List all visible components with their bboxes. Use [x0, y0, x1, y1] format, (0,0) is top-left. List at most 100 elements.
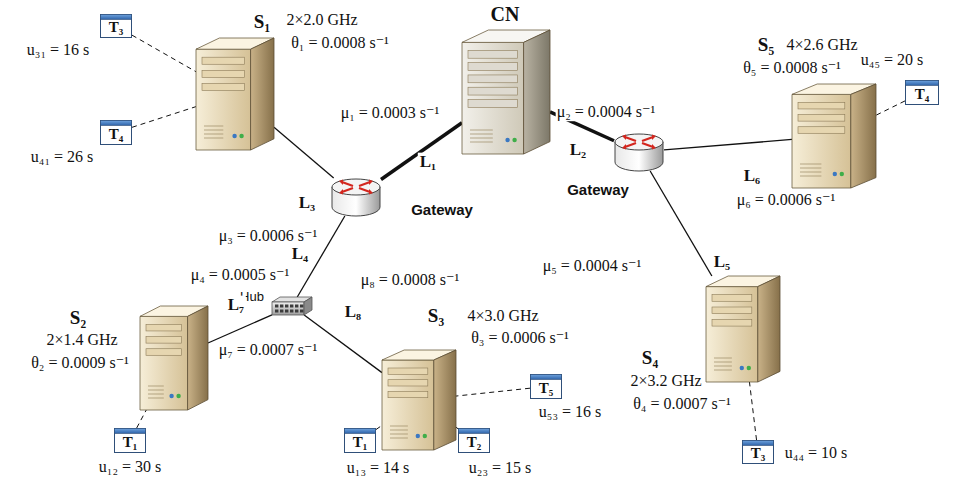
- network-link: [208, 315, 272, 343]
- router-top: [615, 134, 663, 150]
- vent-line: [148, 394, 164, 395]
- node-name: S₅: [758, 35, 774, 56]
- vent-line: [470, 142, 493, 143]
- drive-bay: [388, 368, 428, 374]
- vent-line: [800, 176, 821, 177]
- task-assignment-line: [137, 410, 147, 428]
- task-node: T₃u₃₁ = 16 s: [100, 14, 132, 38]
- drive-bay: [798, 127, 845, 134]
- server-front: [140, 316, 188, 410]
- power-led: [423, 434, 427, 438]
- link-failure-rate: μ₆ = 0.0006 s⁻¹: [736, 191, 837, 209]
- vent-line: [204, 138, 223, 139]
- task-title-bar: [459, 429, 490, 434]
- vent-line: [714, 358, 732, 359]
- node-parameter: 2×1.4 GHz: [46, 331, 117, 349]
- node-name: Gateway: [567, 182, 629, 199]
- hub-icon: [272, 297, 312, 315]
- router-arrow: [625, 137, 636, 141]
- server-side: [758, 276, 780, 382]
- status-led: [740, 366, 744, 370]
- node-parameter: u₂₃ = 15 s: [468, 459, 532, 477]
- hub-port: [300, 305, 303, 308]
- server-front: [382, 360, 434, 450]
- vent-line: [390, 430, 408, 431]
- hub-port: [280, 305, 283, 308]
- task-assignment-line: [132, 107, 196, 128]
- server-front: [196, 49, 251, 150]
- drive-bay: [712, 319, 752, 326]
- task-assignment-line: [456, 388, 530, 396]
- drive-bay: [798, 102, 845, 109]
- link-failure-rate: μ₈ = 0.0008 s⁻¹: [360, 271, 461, 289]
- server-side: [188, 306, 208, 410]
- node-parameter: θ₁ = 0.0008 s⁻¹: [290, 34, 390, 52]
- router-arrow-head: [369, 189, 373, 195]
- link-name: L₆: [742, 167, 762, 186]
- status-led: [505, 138, 509, 142]
- node-name: T₃: [109, 19, 124, 36]
- drive-bay: [712, 307, 752, 314]
- server-node: S₁2×2.0 GHzθ₁ = 0.0008 s⁻¹: [196, 38, 274, 150]
- hub-port: [295, 305, 298, 308]
- task-window: [743, 441, 774, 464]
- network-link: [650, 171, 712, 276]
- task-window: [101, 15, 132, 38]
- drive-bay: [146, 349, 182, 356]
- node-parameter: 4×2.6 GHz: [786, 36, 857, 54]
- task-window: [531, 375, 562, 399]
- vent-line: [714, 370, 732, 371]
- power-led: [176, 394, 180, 398]
- router-arrow-head: [652, 135, 656, 141]
- node-name: T₄: [109, 126, 124, 143]
- node-name: T₃: [751, 445, 766, 462]
- node-parameter: u₅₃ = 16 s: [538, 403, 602, 421]
- drive-bay: [146, 324, 182, 331]
- task-window: [459, 429, 490, 453]
- vent-line: [800, 164, 821, 165]
- node-name: S₂: [70, 308, 86, 329]
- hub-port: [285, 310, 288, 313]
- drive-bay: [468, 50, 518, 58]
- hub-port: [300, 310, 303, 313]
- vent-line: [714, 362, 732, 363]
- hub-port: [280, 310, 283, 313]
- task-assignment-line: [132, 35, 196, 72]
- server-icon: [140, 306, 208, 410]
- router-icon: [331, 178, 381, 216]
- link-name: L₇: [226, 296, 246, 315]
- node-name: S₄: [642, 348, 658, 369]
- vent-line: [714, 366, 732, 367]
- hub-port: [275, 305, 278, 308]
- task-node: T₄u₄₅ = 20 s: [905, 80, 939, 105]
- vent-line: [148, 386, 164, 387]
- drive-bay: [146, 337, 182, 344]
- cn-icon: [462, 30, 550, 154]
- link-failure-rate: μ₄ = 0.0005 s⁻¹: [190, 266, 291, 284]
- hub-node: Hub: [272, 297, 312, 315]
- link-failure-rate: μ₂ = 0.0004 s⁻¹: [556, 103, 657, 121]
- router-arrow-head: [652, 144, 656, 150]
- node-parameter: u₄₅ = 20 s: [860, 51, 924, 69]
- server-icon: [382, 350, 456, 450]
- link-name: L₈: [343, 303, 363, 322]
- link-failure-rate: μ₇ = 0.0007 s⁻¹: [218, 341, 319, 359]
- server-side: [524, 30, 550, 154]
- node-parameter: θ₃ = 0.0006 s⁻¹: [470, 329, 570, 347]
- drive-bay: [388, 380, 428, 386]
- task-node: T₅u₅₃ = 16 s: [530, 374, 562, 399]
- power-led: [512, 138, 516, 142]
- gateway-router: Gateway: [614, 133, 664, 171]
- node-parameter: u₄₄ = 10 s: [784, 444, 848, 462]
- node-parameter: u₁₃ = 14 s: [346, 459, 410, 477]
- vent-line: [148, 398, 164, 399]
- hub-port: [295, 310, 298, 313]
- central-server-node: CN: [462, 30, 550, 154]
- router-arrow: [342, 188, 353, 192]
- vent-line: [390, 434, 408, 435]
- vent-line: [148, 390, 164, 391]
- task-window: [115, 429, 146, 453]
- power-led: [840, 172, 844, 176]
- router-arrow-head: [622, 144, 626, 150]
